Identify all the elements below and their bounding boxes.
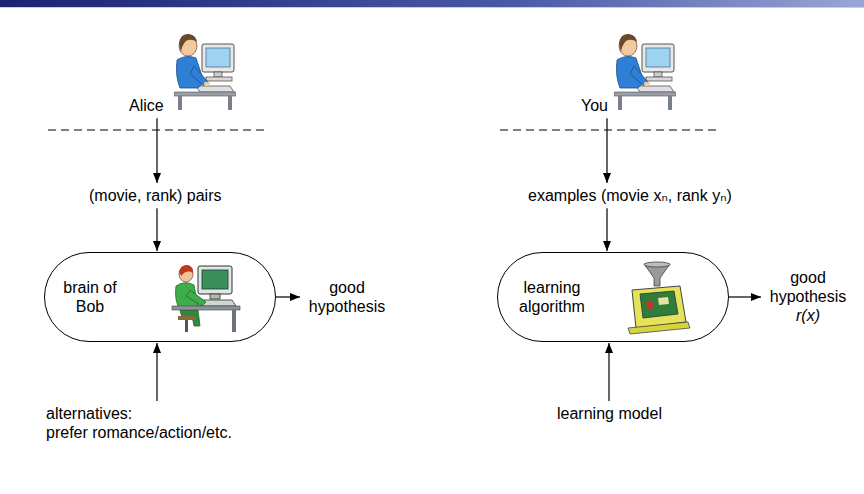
user-computer-icon bbox=[614, 34, 676, 110]
input-label: learning model bbox=[555, 402, 664, 425]
node-text: good hypothesis bbox=[765, 268, 851, 306]
node-text: Alice bbox=[129, 96, 164, 115]
user-computer-icon bbox=[174, 34, 236, 110]
node-text: learning algorithm bbox=[510, 278, 594, 316]
input-label: alternatives:prefer romance/action/etc. bbox=[44, 402, 234, 444]
node-text: alternatives: bbox=[46, 404, 232, 423]
output-label: good hypothesisr(x) bbox=[763, 266, 853, 328]
flow-arrow bbox=[606, 208, 607, 251]
node-text: learning model bbox=[557, 404, 662, 423]
process-pill: learning algorithm bbox=[497, 252, 729, 342]
node-text: good hypothesis bbox=[304, 278, 390, 316]
flow-arrow bbox=[276, 296, 300, 297]
flow-arrow bbox=[729, 296, 761, 297]
title-bar bbox=[0, 0, 864, 7]
process-pill: brain of Bob bbox=[44, 252, 276, 342]
flow-arrow bbox=[156, 118, 157, 183]
dashed-line bbox=[500, 130, 718, 131]
flow-arrow bbox=[606, 118, 607, 183]
title-bar-edge bbox=[0, 7, 864, 8]
node-text: examples (movie xₙ, rank yₙ) bbox=[528, 186, 732, 205]
actor-label: Alice bbox=[127, 94, 166, 117]
node-subtext: r(x) bbox=[765, 306, 851, 325]
flow-arrow bbox=[156, 343, 157, 401]
node-text: (movie, rank) pairs bbox=[89, 186, 221, 205]
flow-arrow bbox=[608, 343, 609, 401]
node-text: You bbox=[581, 96, 608, 115]
actor-label: You bbox=[579, 94, 610, 117]
bob-icon bbox=[172, 265, 240, 332]
data-label: examples (movie xₙ, rank yₙ) bbox=[526, 184, 734, 207]
output-label: good hypothesis bbox=[302, 276, 392, 318]
flow-arrow bbox=[156, 208, 157, 251]
data-label: (movie, rank) pairs bbox=[87, 184, 223, 207]
algorithm-icon bbox=[628, 262, 690, 334]
node-subtext: prefer romance/action/etc. bbox=[46, 423, 232, 442]
node-text: brain of Bob bbox=[54, 278, 126, 316]
